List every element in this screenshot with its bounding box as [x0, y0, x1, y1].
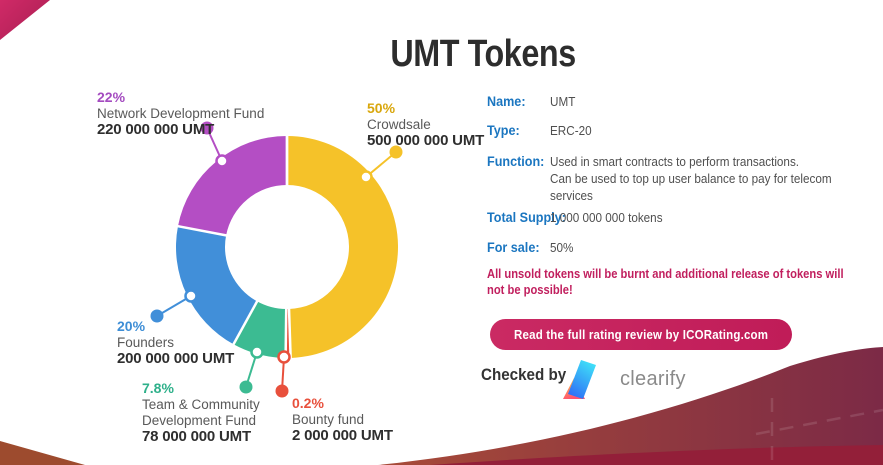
leader-dot — [200, 121, 214, 135]
slice-name: Founders — [117, 335, 175, 350]
info-value: 1 000 000 000 tokens — [550, 210, 663, 225]
slice-percent: 7.8% — [142, 380, 174, 396]
slice-label-bounty-fund: 0.2% Bounty fund 2 000 000 UMT — [292, 395, 442, 444]
slice-name: Team & Community Development Fund — [142, 397, 260, 428]
info-row-total-supply: Total Supply: 1 000 000 000 tokens — [487, 209, 663, 227]
info-label: For sale: — [487, 239, 540, 255]
rating-review-button[interactable]: Read the full rating review by ICORating… — [490, 319, 792, 350]
leader-dot — [239, 380, 253, 394]
rating-review-button-label: Read the full rating review by ICORating… — [513, 327, 769, 342]
info-label: Function: — [487, 153, 545, 169]
donut-slice-network-development-fund — [177, 136, 287, 236]
info-label: Name: — [487, 93, 526, 109]
leader-anchor — [277, 350, 291, 364]
donut-slice-crowdsale — [287, 136, 399, 358]
leader-anchor — [184, 289, 198, 303]
slice-percent: 20% — [117, 318, 146, 334]
slice-name: Crowdsale — [367, 117, 431, 132]
slice-label-network-development-fund: 22% Network Development Fund 220 000 000… — [97, 89, 317, 138]
info-row-type: Type: ERC-20 — [487, 122, 592, 140]
clearify-logo-icon — [563, 360, 596, 399]
slice-amount: 500 000 000 UMT — [367, 132, 485, 149]
clearify-wordmark: clearify — [620, 368, 686, 390]
info-value: Used in smart contracts to perform trans… — [550, 154, 832, 203]
info-value: ERC-20 — [550, 123, 592, 138]
leader-anchor — [215, 154, 229, 168]
slice-label-founders: 20% Founders 200 000 000 UMT — [117, 318, 307, 367]
info-row-function: Function: Used in smart contracts to per… — [487, 153, 832, 203]
slice-amount: 2 000 000 UMT — [292, 427, 393, 444]
slice-name: Bounty fund — [292, 412, 365, 427]
info-value: UMT — [550, 94, 576, 109]
info-row-for-sale: For sale: 50% — [487, 239, 573, 257]
info-label: Total Supply: — [487, 209, 566, 225]
slice-percent: 0.2% — [292, 395, 324, 411]
checked-by-label: Checked by — [481, 366, 567, 384]
leader-anchor — [250, 345, 264, 359]
donut-slice-team-community-development-fund — [233, 301, 287, 358]
slice-amount: 78 000 000 UMT — [142, 428, 251, 445]
leader-dot — [150, 309, 164, 323]
slice-amount: 220 000 000 UMT — [97, 121, 215, 138]
info-row-name: Name: UMT — [487, 93, 575, 111]
wave-right-maroon — [378, 347, 883, 465]
slice-percent: 50% — [367, 100, 396, 116]
leader-dot — [275, 384, 289, 398]
info-value: 50% — [550, 240, 574, 255]
slice-label-crowdsale: 50% Crowdsale 500 000 000 UMT — [367, 100, 557, 149]
unsold-tokens-warning: All unsold tokens will be burnt and addi… — [487, 266, 844, 297]
slice-label-team-community-development-fund: 7.8% Team & Community Development Fund 7… — [142, 380, 290, 445]
page-title: UMT Tokens — [390, 33, 576, 75]
slice-percent: 22% — [97, 89, 126, 105]
wave-left-brown — [0, 441, 85, 465]
leader-dot — [389, 145, 403, 159]
leader-anchor — [359, 170, 373, 184]
wave-bottom-strip — [430, 445, 883, 465]
slice-name: Network Development Fund — [97, 106, 265, 121]
slice-amount: 200 000 000 UMT — [117, 350, 235, 367]
donut-slice-founders — [176, 226, 258, 345]
info-label: Type: — [487, 122, 520, 138]
